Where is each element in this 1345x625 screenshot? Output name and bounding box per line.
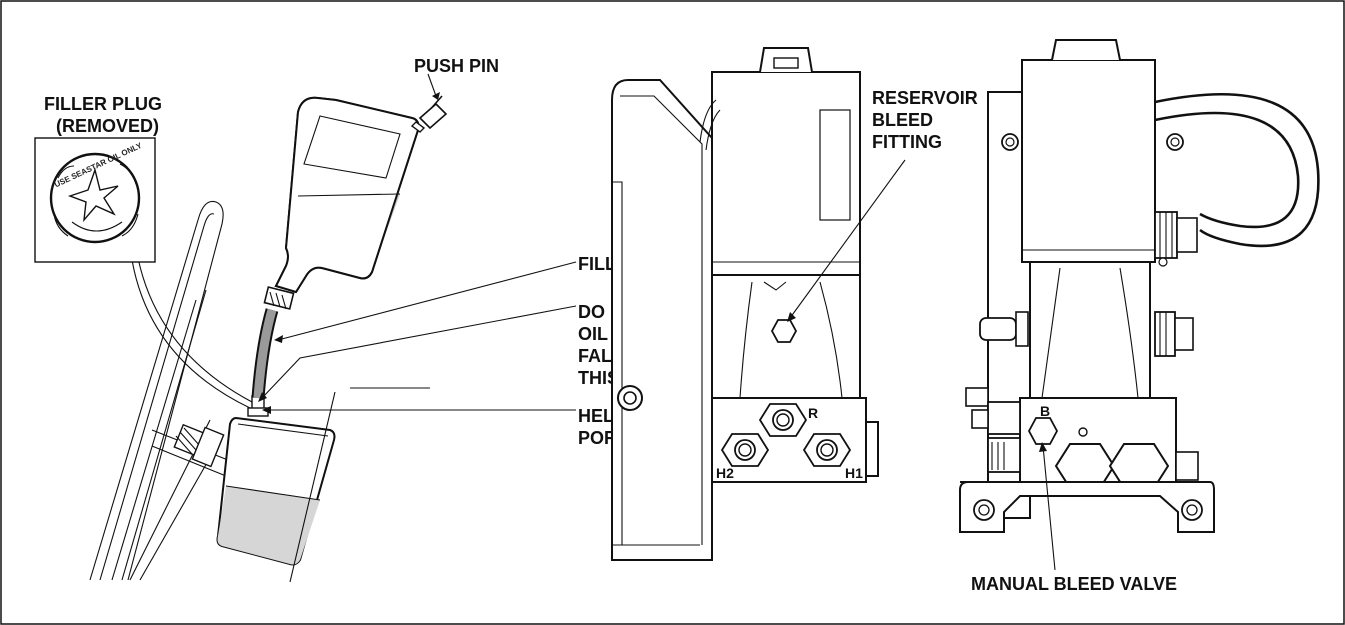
cable-gland-icon: [1154, 211, 1198, 357]
wheel-hub-nut: [173, 423, 225, 468]
arrow-head: [274, 335, 283, 343]
push-pin-leader: [427, 73, 437, 97]
pump-side-view: [611, 47, 906, 561]
port-h2-label: H2: [716, 465, 734, 481]
filler-plug-label: FILLER PLUG: [44, 94, 162, 114]
wheel-rim-outer: [89, 200, 224, 581]
reservoir-leader: [789, 159, 906, 319]
manual-bleed-leader: [1042, 445, 1056, 571]
filler-plug-cord: [137, 257, 253, 403]
helm-housing: [216, 416, 336, 566]
helm-fill-illustration: USE SEASTAR OIL ONLY: [34, 73, 577, 583]
push-pin-icon: [410, 95, 448, 133]
pump-front-view: [959, 39, 1320, 571]
bottle-nozzle: [263, 286, 295, 310]
reservoir-label-2: BLEED: [872, 110, 933, 130]
arrow-head: [262, 406, 271, 414]
oil-level-leader: [261, 305, 577, 399]
port-b-label: B: [1040, 403, 1050, 419]
port-r-icon: [758, 403, 808, 437]
oil-bottle: [274, 96, 420, 294]
port-h1-label: H1: [845, 465, 863, 481]
arrow-head: [432, 92, 440, 100]
manual-bleed-valve-icon: [1027, 417, 1059, 445]
port-r-label: R: [808, 405, 818, 421]
push-pin-label: PUSH PIN: [414, 56, 499, 76]
wheel-rim-inner: [99, 213, 215, 581]
helm-column-line: [289, 391, 336, 583]
arrow-head: [258, 392, 267, 402]
port-h2-icon: [720, 433, 770, 467]
filler-plug-cord: [131, 259, 251, 409]
port-h1-icon: [802, 433, 852, 467]
reservoir-bleed-fitting-icon: [770, 319, 798, 343]
arrow-head: [787, 312, 796, 322]
filler-kit-tube: [253, 308, 277, 399]
wheel-spoke: [111, 299, 197, 581]
manual-bleed-valve-label: MANUAL BLEED VALVE: [971, 574, 1177, 594]
filler-plug-inset: USE SEASTAR OIL ONLY: [34, 137, 156, 263]
reservoir-label-3: FITTING: [872, 132, 942, 152]
reservoir-label-1: RESERVOIR: [872, 88, 978, 108]
wheel-shaft: [151, 445, 227, 477]
helm-fill-port-icon: [247, 395, 269, 417]
arrow-head: [1039, 442, 1047, 452]
filler-plug-removed-label: (REMOVED): [56, 116, 159, 136]
filler-kit-leader: [277, 261, 577, 341]
